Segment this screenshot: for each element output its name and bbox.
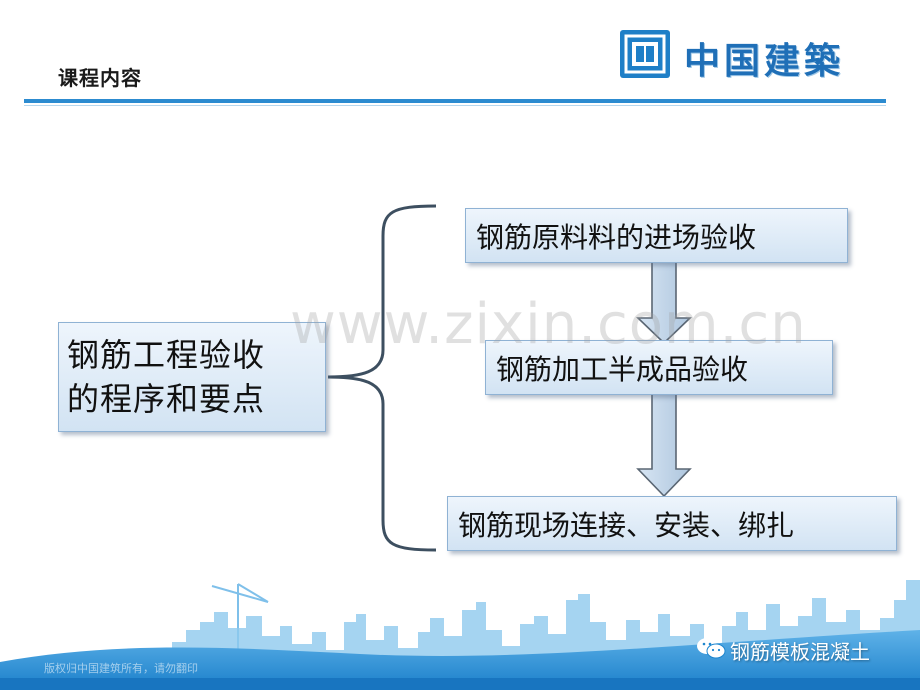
step-box-3: 钢筋现场连接、安装、绑扎 (447, 496, 897, 551)
main-topic-line1: 钢筋工程验收 (67, 336, 266, 374)
wechat-account-name: 钢筋模板混凝土 (730, 640, 870, 664)
city-skyline-banner (0, 580, 920, 690)
step-box-1: 钢筋原料料的进场验收 (465, 208, 848, 263)
footer-copyright: 版权归中国建筑所有，请勿翻印 (44, 662, 198, 675)
step-box-2: 钢筋加工半成品验收 (485, 340, 833, 395)
curly-brace (327, 204, 437, 552)
main-topic-box: 钢筋工程验收 的程序和要点 (58, 322, 326, 432)
footer-wave (0, 630, 920, 690)
down-arrow-icon (636, 393, 692, 498)
cscec-logo-icon (620, 30, 670, 78)
wechat-icon (697, 638, 726, 659)
header-divider (24, 99, 886, 103)
company-logo-text: 中国建築 (684, 41, 845, 82)
watermark: www.zixin.com.cn (290, 292, 807, 357)
header-divider-thin (24, 105, 886, 106)
page-title: 课程内容 (58, 66, 142, 90)
main-topic-line2: 的程序和要点 (67, 380, 266, 418)
down-arrow-icon (636, 261, 692, 345)
